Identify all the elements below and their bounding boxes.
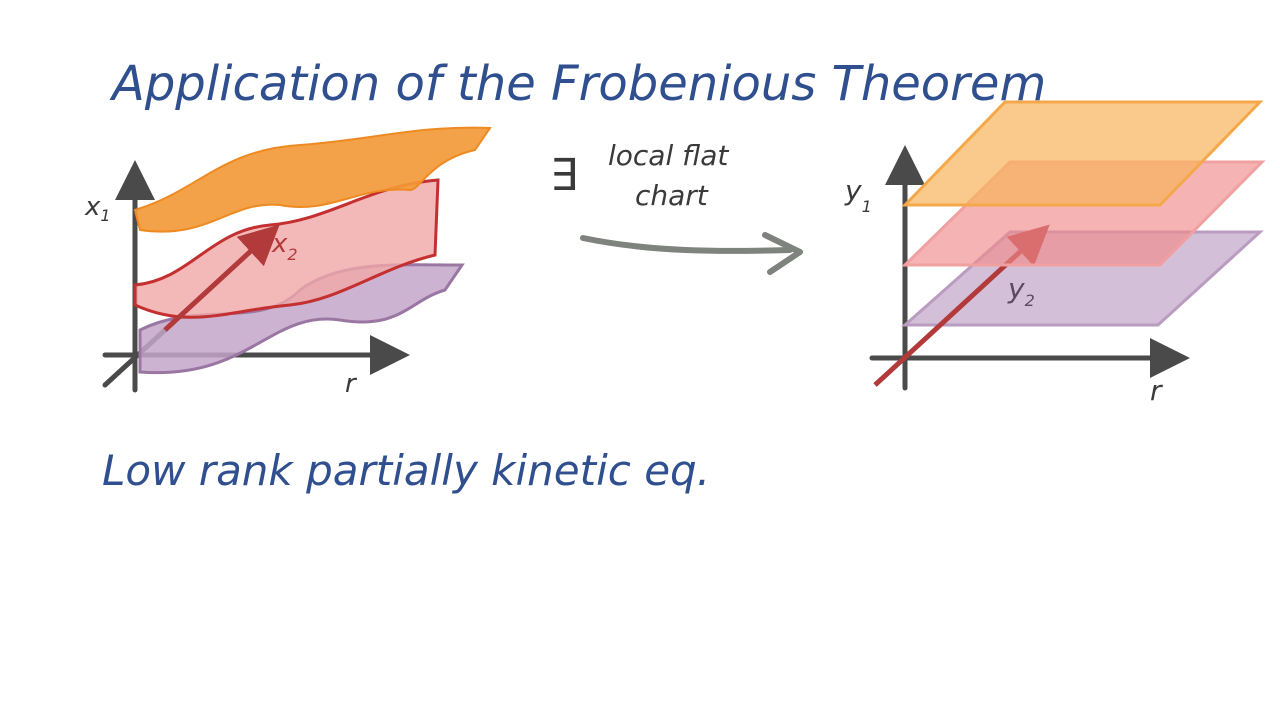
right-diagram: y1 y2 r [844,100,1266,407]
orange-plane [901,100,1264,207]
flat-chart-arrow-group: ∃ local flat chart [550,139,803,275]
exists-symbol: ∃ [550,150,578,201]
local-flat-text: local flat [608,139,729,172]
y2-label: y2 [1007,272,1035,310]
left-diagram: x1 x2 r [84,126,492,399]
page-title: Application of the Frobenious Theorem [109,56,1046,112]
r-label-left: r [345,369,358,399]
purple-surface [138,263,465,375]
x2-axis [163,224,280,332]
r-label-right: r [1150,374,1163,407]
chart-text: chart [635,179,709,212]
arrow-head-icon [762,232,803,275]
orange-surface [133,126,492,233]
y1-label: y1 [844,174,872,216]
x1-label: x1 [84,192,111,225]
subtitle: Low rank partially kinetic eq. [102,446,710,495]
red-surface [133,178,440,319]
x2-label: x2 [271,229,298,264]
transform-arrow [580,235,793,254]
